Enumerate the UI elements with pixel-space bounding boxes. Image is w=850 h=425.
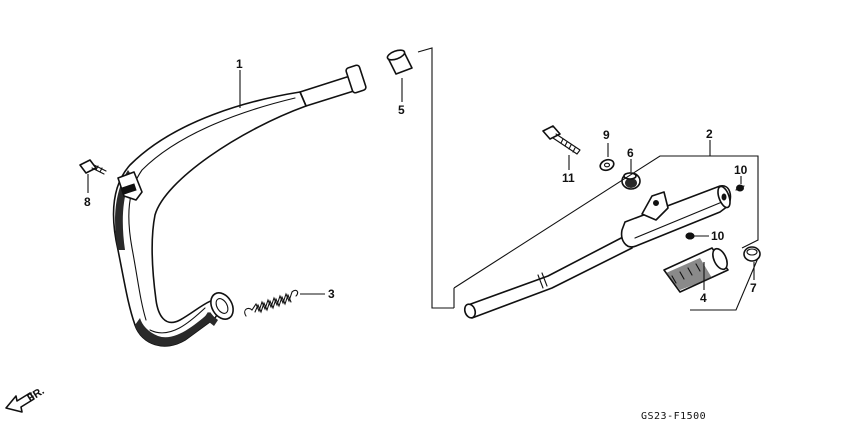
exhaust-spring-part bbox=[244, 289, 299, 317]
leader-lines bbox=[87, 47, 759, 311]
callout-7: 7 bbox=[750, 281, 757, 295]
callout-10-upper: 10 bbox=[734, 163, 748, 177]
callout-3: 3 bbox=[328, 287, 335, 301]
collar-part-5 bbox=[386, 49, 413, 75]
callout-2: 2 bbox=[706, 127, 713, 141]
diagram-code: GS23-F1500 bbox=[641, 411, 706, 422]
callout-11: 11 bbox=[562, 171, 575, 185]
bolt-part-11 bbox=[542, 125, 581, 155]
callout-9: 9 bbox=[603, 128, 610, 142]
callout-1: 1 bbox=[236, 57, 243, 71]
washer-part-9 bbox=[599, 158, 615, 172]
cap-part-7 bbox=[743, 246, 761, 262]
callout-4: 4 bbox=[700, 291, 707, 305]
grommet-part-6 bbox=[621, 172, 641, 190]
callout-6: 6 bbox=[627, 146, 634, 160]
front-direction-indicator: FR. bbox=[5, 385, 47, 413]
callout-labels: 1 2 3 4 5 6 7 8 9 10 10 11 bbox=[84, 57, 757, 305]
callout-8: 8 bbox=[84, 195, 91, 209]
bolt-part-8 bbox=[79, 159, 107, 175]
callout-10-lower: 10 bbox=[711, 229, 725, 243]
screw-part-10-upper bbox=[735, 184, 745, 192]
front-arrow-icon bbox=[5, 392, 35, 413]
sleeve-part-4 bbox=[663, 247, 729, 293]
callout-5: 5 bbox=[398, 103, 405, 117]
silencer-part bbox=[463, 185, 732, 319]
exhaust-pipe-part bbox=[112, 64, 367, 347]
